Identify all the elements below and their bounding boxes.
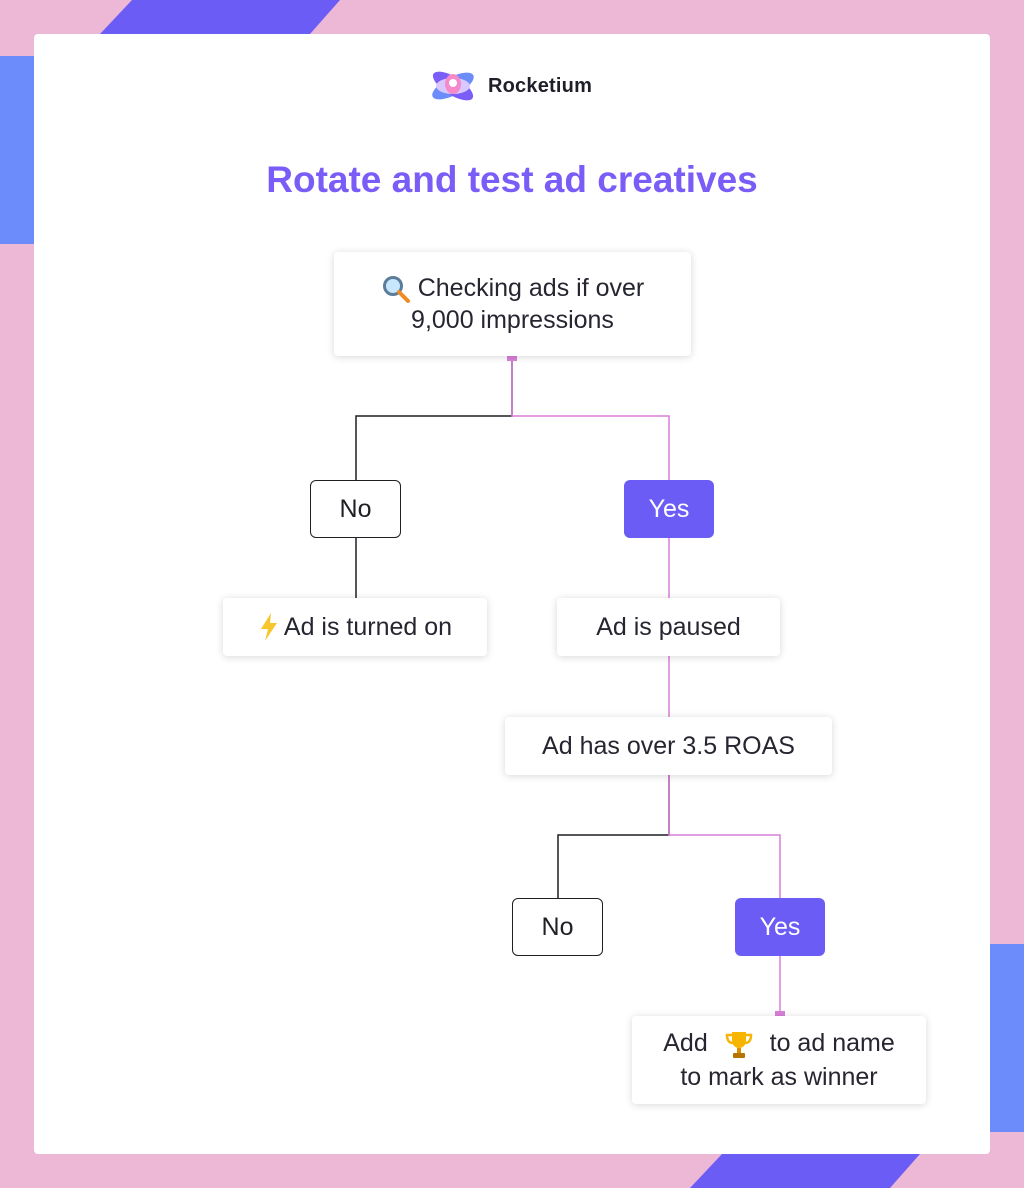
connector-roas-to-yes xyxy=(668,775,781,898)
connector-check-to-yes xyxy=(511,356,670,480)
connector-check-to-no xyxy=(355,356,513,480)
choice-yes-impressions: Yes xyxy=(624,480,714,538)
node-check-text-line2: 9,000 impressions xyxy=(411,306,614,335)
trophy-icon xyxy=(725,1031,752,1058)
flow-connectors xyxy=(355,351,785,1021)
brand-logo: Rocketium xyxy=(426,62,592,110)
choice-no-impressions: No xyxy=(310,480,401,538)
rocketium-logo-icon xyxy=(432,71,474,101)
connector-roas-to-no xyxy=(557,775,670,898)
page-title: Rotate and test ad creatives xyxy=(266,159,758,200)
node-winner-text-line2: to mark as winner xyxy=(680,1062,878,1091)
brand-name: Rocketium xyxy=(488,74,593,97)
decor-right-shape xyxy=(990,944,1024,1132)
node-ad-roas: Ad has over 3.5 ROAS xyxy=(505,717,832,775)
connector-dot-check xyxy=(507,351,517,361)
node-ad-turned-on: Ad is turned on xyxy=(223,598,487,656)
flowchart-card: Rocketium Rotate and test ad creatives C… xyxy=(34,34,990,1154)
magnifier-icon xyxy=(382,276,410,304)
node-winner-prefix: Add xyxy=(663,1029,708,1058)
node-winner-suffix: to ad name xyxy=(769,1029,895,1058)
node-check-text-line1: Checking ads if over xyxy=(417,273,645,302)
node-checking-impressions: Checking ads if over 9,000 impressions xyxy=(334,252,691,356)
decor-top-shape xyxy=(100,0,340,34)
choice-yes-roas: Yes xyxy=(735,898,825,956)
lightning-icon xyxy=(260,613,277,641)
node-mark-winner: Add to ad name to mark as winner xyxy=(632,1016,926,1104)
choice-no-roas: No xyxy=(512,898,603,956)
node-turned-on-text: Ad is turned on xyxy=(283,613,453,641)
node-ad-paused: Ad is paused xyxy=(557,598,780,656)
decor-bottom-shape xyxy=(690,1154,920,1188)
decor-left-shape xyxy=(0,56,34,244)
